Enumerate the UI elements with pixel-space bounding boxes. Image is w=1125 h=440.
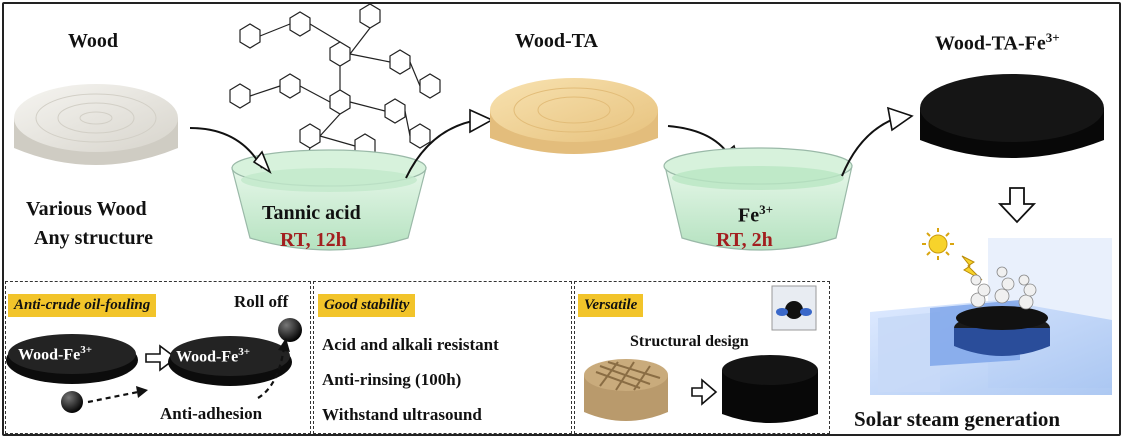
stability-item-1: Acid and alkali resistant bbox=[322, 335, 499, 354]
wood-label: Wood bbox=[68, 30, 119, 52]
versatile-panel bbox=[574, 281, 830, 434]
rt-12h-label: RT, 12h bbox=[280, 229, 347, 251]
wood-ta-fe-label: Wood-TA-Fe3+ bbox=[935, 30, 1060, 56]
stability-tag: Good stability bbox=[318, 294, 416, 317]
structural-design-label: Structural design bbox=[630, 333, 749, 350]
puck1-label-text: Wood-Fe bbox=[18, 346, 81, 364]
versatile-graphics bbox=[584, 285, 818, 423]
wood-ta-label: Wood-TA bbox=[515, 30, 598, 52]
puck2-label-text: Wood-Fe bbox=[176, 348, 239, 366]
lightning-icon bbox=[961, 255, 983, 281]
wood-ta-disc-icon bbox=[490, 78, 658, 154]
tannic-acid-molecule-icon bbox=[229, 3, 441, 189]
wood-ta-fe-label-sup: 3+ bbox=[1045, 30, 1060, 45]
sun-icon bbox=[922, 228, 954, 260]
versatile-tag: Versatile bbox=[578, 294, 644, 317]
arrow-out-fe-bath-icon bbox=[841, 117, 897, 177]
solar-steam-device-icon bbox=[870, 238, 1112, 395]
wood-ta-fe-disc-icon bbox=[920, 74, 1104, 158]
fouling-panel bbox=[5, 281, 311, 434]
fe-bath-icon bbox=[663, 147, 853, 251]
tannic-acid-label: Tannic acid bbox=[262, 202, 361, 224]
arrowhead-into-ta-bath-icon bbox=[252, 150, 272, 174]
anti-adhesion-label: Anti-adhesion bbox=[160, 404, 263, 423]
puck1-label-sup: 3+ bbox=[80, 344, 92, 356]
arrowhead-out-ta-bath-icon bbox=[469, 108, 494, 134]
fe-label-sup: 3+ bbox=[759, 202, 774, 217]
puck2-label: Wood-Fe3+ bbox=[176, 346, 250, 366]
tannic-acid-bath-icon bbox=[231, 149, 427, 251]
solar-steam-label: Solar steam generation bbox=[854, 407, 1061, 431]
arrow-out-ta-bath-icon bbox=[405, 119, 479, 179]
stability-panel bbox=[313, 281, 572, 434]
arrowhead-out-fe-bath-icon bbox=[886, 106, 914, 132]
stability-item-2: Anti-rinsing (100h) bbox=[322, 370, 462, 389]
fouling-tag: Anti-crude oil-fouling bbox=[8, 294, 157, 317]
puck1-label: Wood-Fe3+ bbox=[18, 344, 92, 364]
down-arrow-icon bbox=[997, 187, 1037, 224]
any-structure-label: Any structure bbox=[34, 227, 154, 249]
roll-off-label: Roll off bbox=[234, 292, 289, 311]
wood-ta-fe-label-text: Wood-TA-Fe bbox=[935, 32, 1046, 55]
various-wood-label: Various Wood bbox=[26, 198, 147, 220]
puck2-label-sup: 3+ bbox=[238, 346, 250, 358]
rt-2h-label: RT, 2h bbox=[716, 229, 773, 251]
fouling-graphics bbox=[6, 318, 302, 413]
wood-disc-icon bbox=[14, 84, 178, 165]
fe-label: Fe3+ bbox=[738, 202, 773, 228]
fe-label-text: Fe bbox=[738, 204, 760, 227]
stability-item-3: Withstand ultrasound bbox=[322, 405, 482, 424]
